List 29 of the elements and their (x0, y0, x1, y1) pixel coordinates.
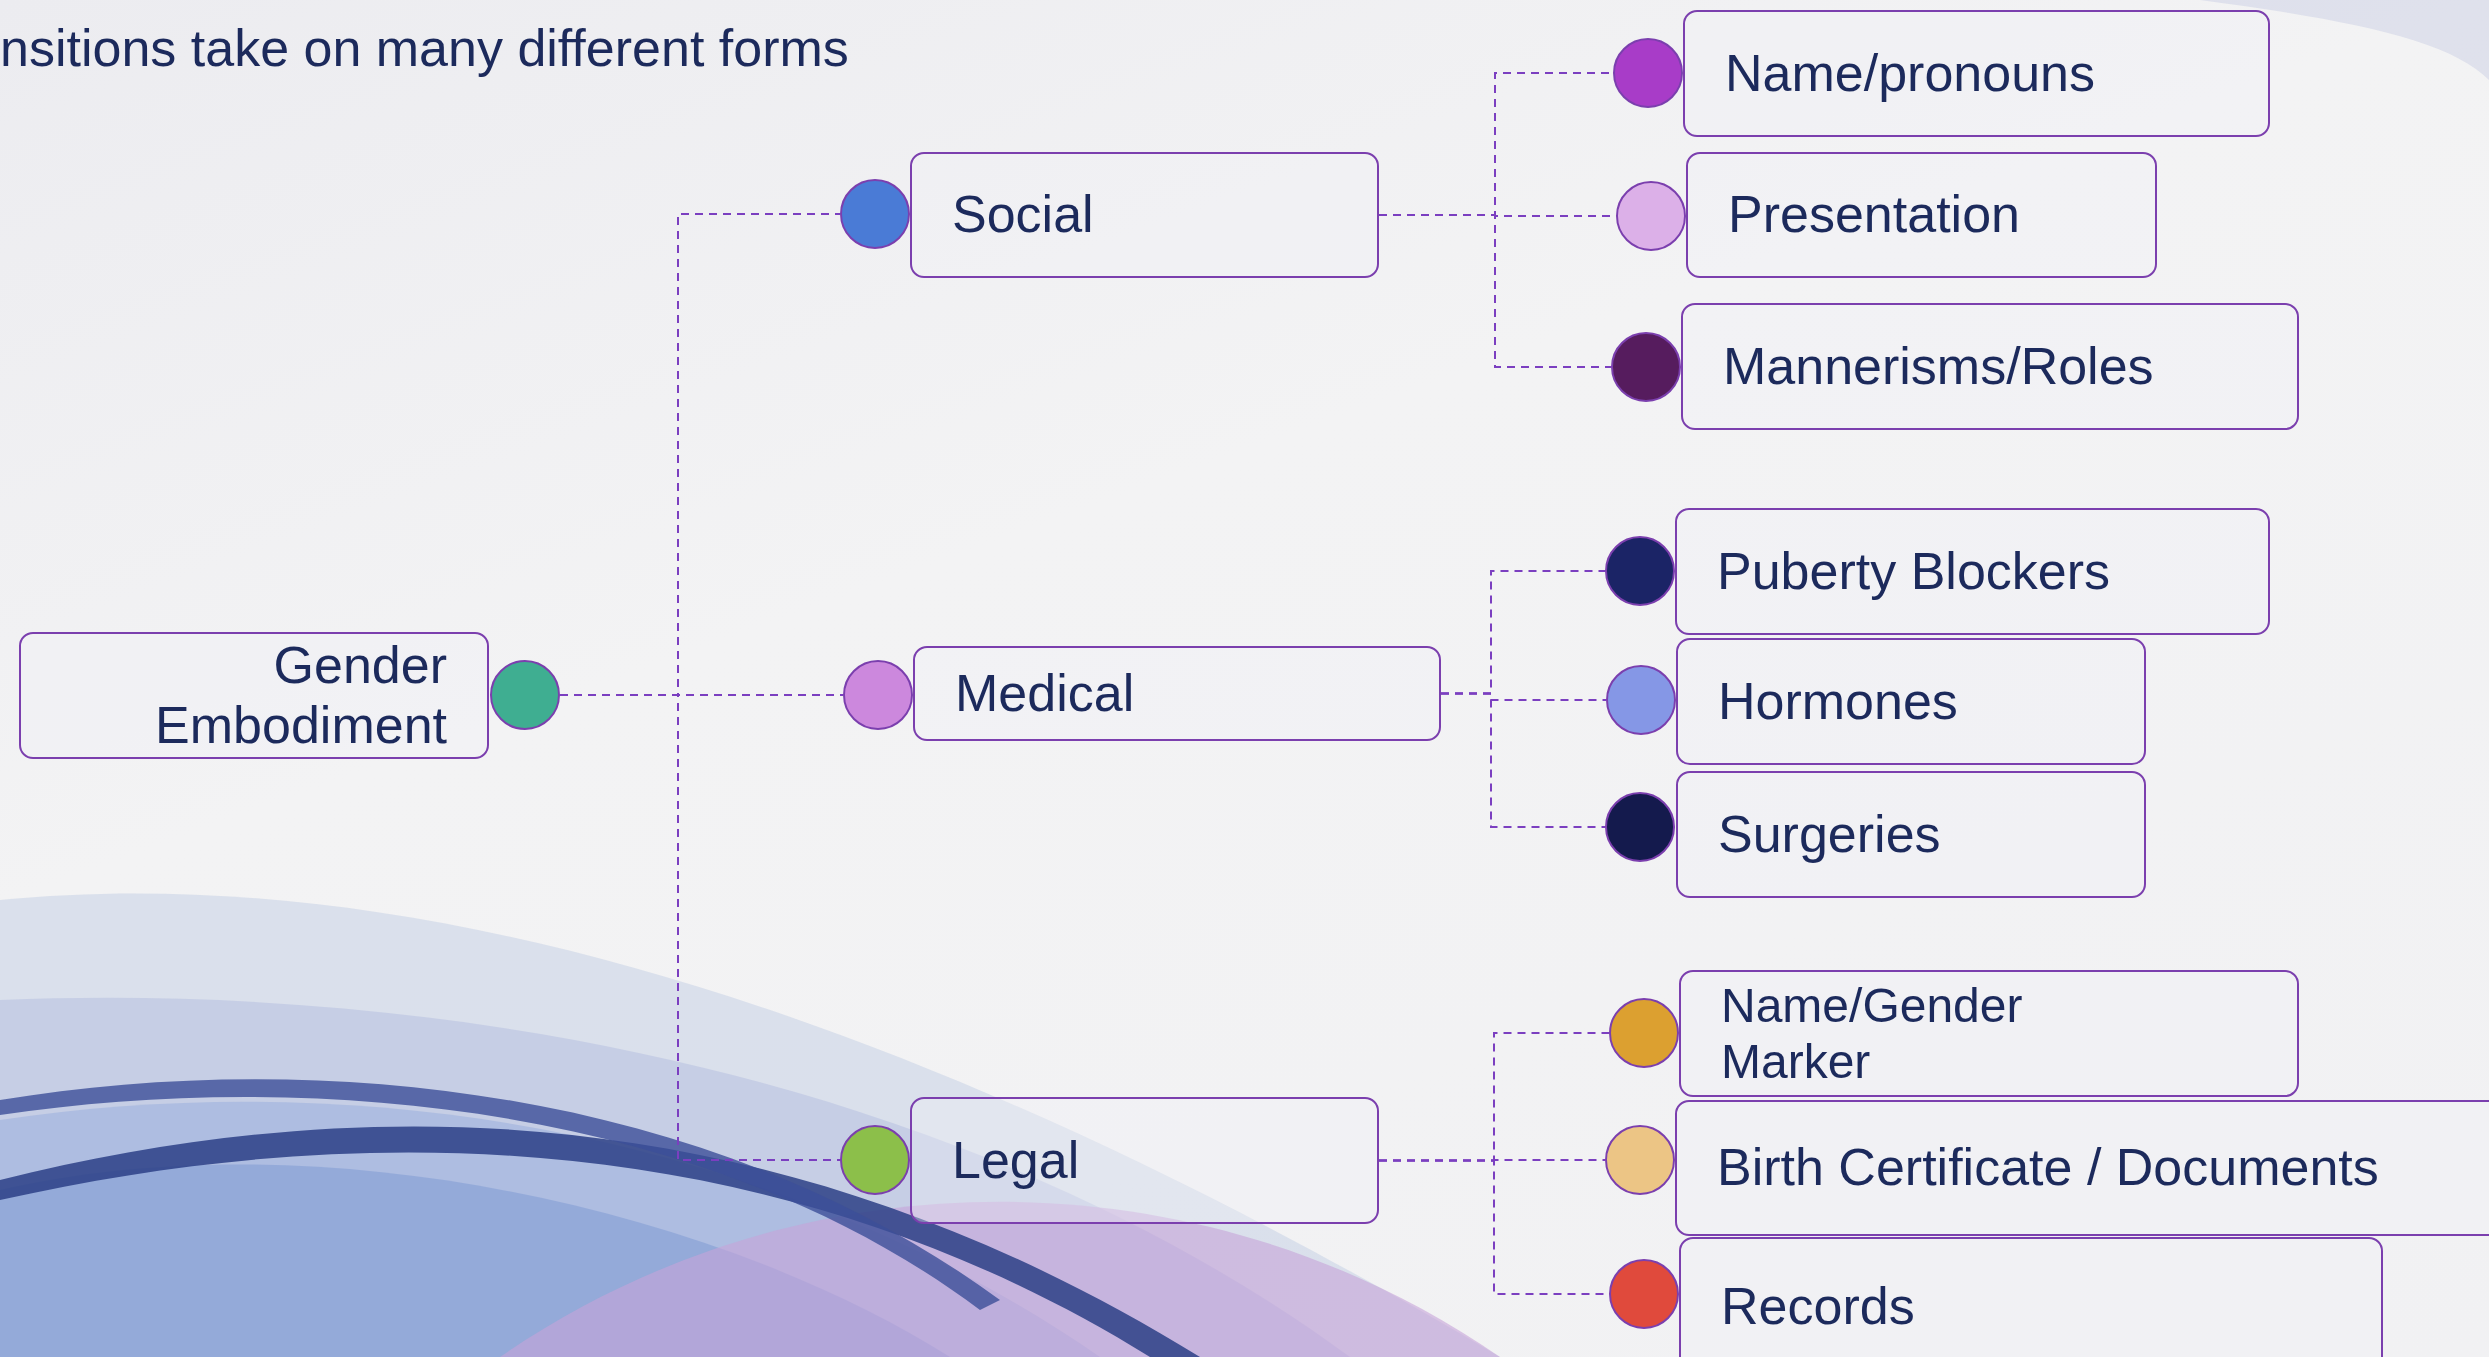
rounded-box (1681, 303, 2299, 430)
rounded-box (1675, 1100, 2489, 1236)
box-label: Mannerisms/Roles (1723, 336, 2154, 397)
rounded-box (910, 1097, 1379, 1224)
rounded-box (19, 632, 489, 759)
box-label: Puberty Blockers (1717, 541, 2111, 602)
rounded-box (1676, 638, 2146, 765)
circle-marker (840, 1125, 910, 1195)
box-label: Hormones (1718, 671, 1958, 732)
box-label: Gender Embodiment (154, 635, 447, 756)
box-label: Legal (952, 1130, 1080, 1191)
rounded-box (910, 152, 1379, 278)
box-label: Medical (955, 663, 1135, 724)
box-label: Birth Certificate / Documents (1717, 1138, 2379, 1198)
box-label: Name/Gender Marker (1721, 978, 2024, 1089)
box-label: Surgeries (1718, 804, 1941, 865)
connector (1440, 692, 1606, 828)
box-label: Records (1721, 1277, 1915, 1337)
box-label: Presentation (1728, 185, 2020, 245)
rounded-box (1686, 152, 2157, 278)
title: nsitions take on many different forms (0, 18, 849, 78)
rounded-box (1679, 970, 2299, 1097)
rounded-box (913, 646, 1441, 741)
rounded-box (1676, 771, 2146, 898)
box-label: Social (952, 185, 1094, 245)
box-label: Name/pronouns (1725, 43, 2095, 104)
rounded-box (1679, 1237, 2383, 1357)
rounded-box (1683, 10, 2270, 137)
rounded-box (1675, 508, 2270, 635)
